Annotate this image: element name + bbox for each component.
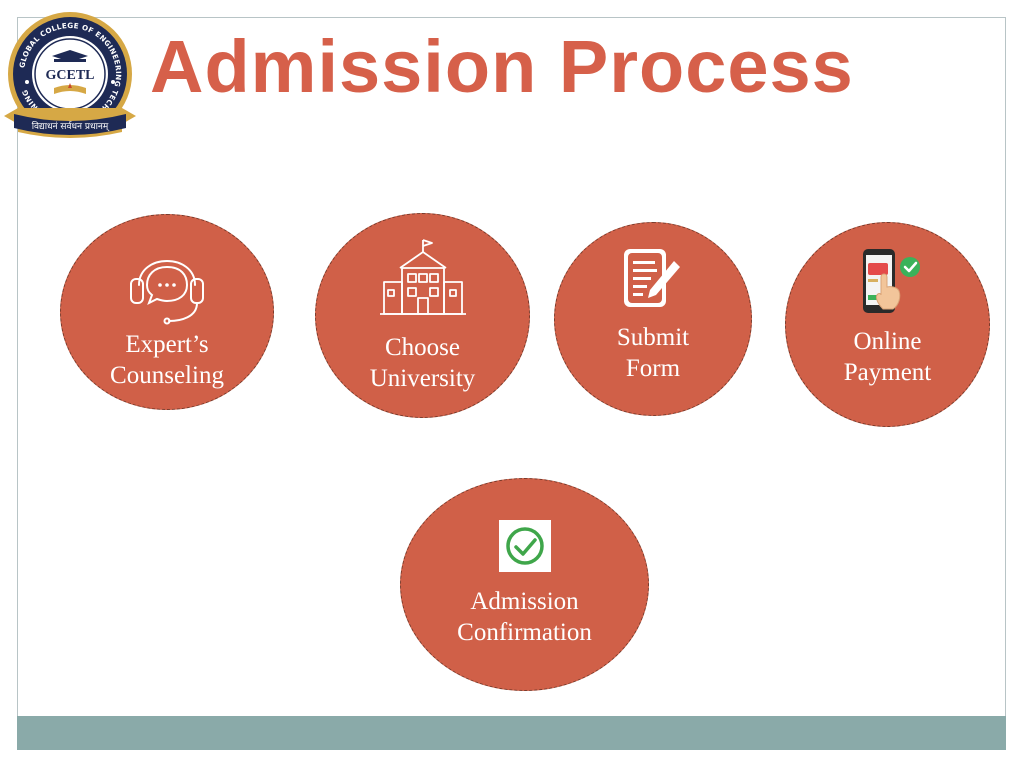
- step-online-payment: Online Payment: [785, 222, 990, 427]
- step-label-line2: University: [369, 365, 476, 392]
- step-choose-university: Choose University: [315, 213, 530, 418]
- logo-name: GCETL: [45, 68, 94, 83]
- headset-chat-icon: [130, 260, 204, 325]
- step-label-line1: Expert’s: [125, 331, 209, 358]
- step-label-line1: Online: [853, 328, 922, 355]
- step-label-line2: Form: [625, 355, 681, 382]
- college-logo: GLOBAL COLLEGE OF ENGINEERING TECHNOLOGY…: [4, 12, 136, 138]
- step-label-line2: Confirmation: [457, 619, 592, 646]
- step-label-line2: Counseling: [110, 362, 224, 389]
- step-label: Choose University: [316, 332, 529, 394]
- footer-bar: [17, 716, 1006, 750]
- step-label: Submit Form: [555, 322, 751, 384]
- step-label-line2: Payment: [843, 359, 932, 386]
- check-circle-icon: [498, 520, 551, 572]
- step-expert-counseling: Expert’s Counseling: [60, 214, 274, 410]
- step-submit-form: Submit Form: [554, 222, 752, 416]
- step-label-line1: Choose: [385, 334, 460, 361]
- page-title: Admission Process: [150, 25, 854, 108]
- step-label-line1: Admission: [470, 588, 579, 615]
- step-label: Admission Confirmation: [401, 586, 648, 648]
- logo-banner-text: विद्याधनं सर्वधन प्रधानम्: [32, 120, 111, 132]
- university-building-icon: [379, 239, 466, 315]
- mobile-payment-icon: [862, 249, 920, 313]
- step-label: Online Payment: [786, 326, 989, 388]
- step-label: Expert’s Counseling: [61, 329, 273, 391]
- step-admission-confirmation: Admission Confirmation: [400, 478, 649, 691]
- step-label-line1: Submit: [616, 324, 690, 351]
- form-pen-icon: [624, 249, 680, 307]
